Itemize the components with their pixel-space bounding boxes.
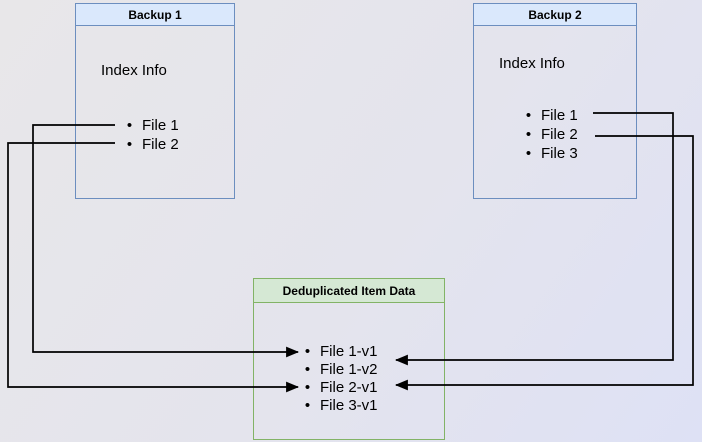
bullet-icon: •	[126, 136, 133, 153]
backup2-file-list: • File 1 • File 2 • File 3	[522, 106, 578, 163]
bullet-icon: •	[126, 117, 133, 134]
bullet-icon: •	[304, 397, 311, 414]
backup2-header: Backup 2	[474, 4, 636, 26]
dedup-item-list: • File 1-v1 • File 1-v2 • File 2-v1 • File 3-v1	[301, 343, 378, 415]
list-item: • File 1-v2	[301, 361, 378, 379]
list-item: • File 1	[522, 106, 578, 125]
backup1-header: Backup 1	[76, 4, 234, 26]
list-item-label: File 3-v1	[320, 397, 378, 414]
backup1-title: Backup 1	[128, 7, 182, 22]
bullet-icon: •	[525, 145, 532, 162]
backup2-box: Backup 2	[473, 3, 637, 199]
list-item: • File 2-v1	[301, 379, 378, 397]
backup2-index-info-label: Index Info	[499, 55, 565, 72]
list-item-label: File 2	[541, 126, 578, 143]
list-item: • File 3	[522, 144, 578, 163]
list-item-label: File 1-v1	[320, 343, 378, 360]
backup1-index-info-label: Index Info	[101, 62, 167, 79]
list-item-label: File 2-v1	[320, 379, 378, 396]
dedup-header: Deduplicated Item Data	[254, 279, 444, 303]
bullet-icon: •	[525, 126, 532, 143]
list-item: • File 2	[522, 125, 578, 144]
bullet-icon: •	[525, 107, 532, 124]
list-item: • File 2	[123, 135, 179, 154]
bullet-icon: •	[304, 361, 311, 378]
list-item: • File 1-v1	[301, 343, 378, 361]
bullet-icon: •	[304, 343, 311, 360]
list-item-label: File 1	[142, 117, 179, 134]
backup1-box: Backup 1	[75, 3, 235, 199]
list-item-label: File 2	[142, 136, 179, 153]
list-item: • File 1	[123, 116, 179, 135]
list-item-label: File 3	[541, 145, 578, 162]
bullet-icon: •	[304, 379, 311, 396]
list-item-label: File 1-v2	[320, 361, 378, 378]
list-item-label: File 1	[541, 107, 578, 124]
dedup-title: Deduplicated Item Data	[282, 283, 416, 298]
list-item: • File 3-v1	[301, 397, 378, 415]
backup2-title: Backup 2	[528, 7, 582, 22]
backup1-file-list: • File 1 • File 2	[123, 116, 179, 154]
